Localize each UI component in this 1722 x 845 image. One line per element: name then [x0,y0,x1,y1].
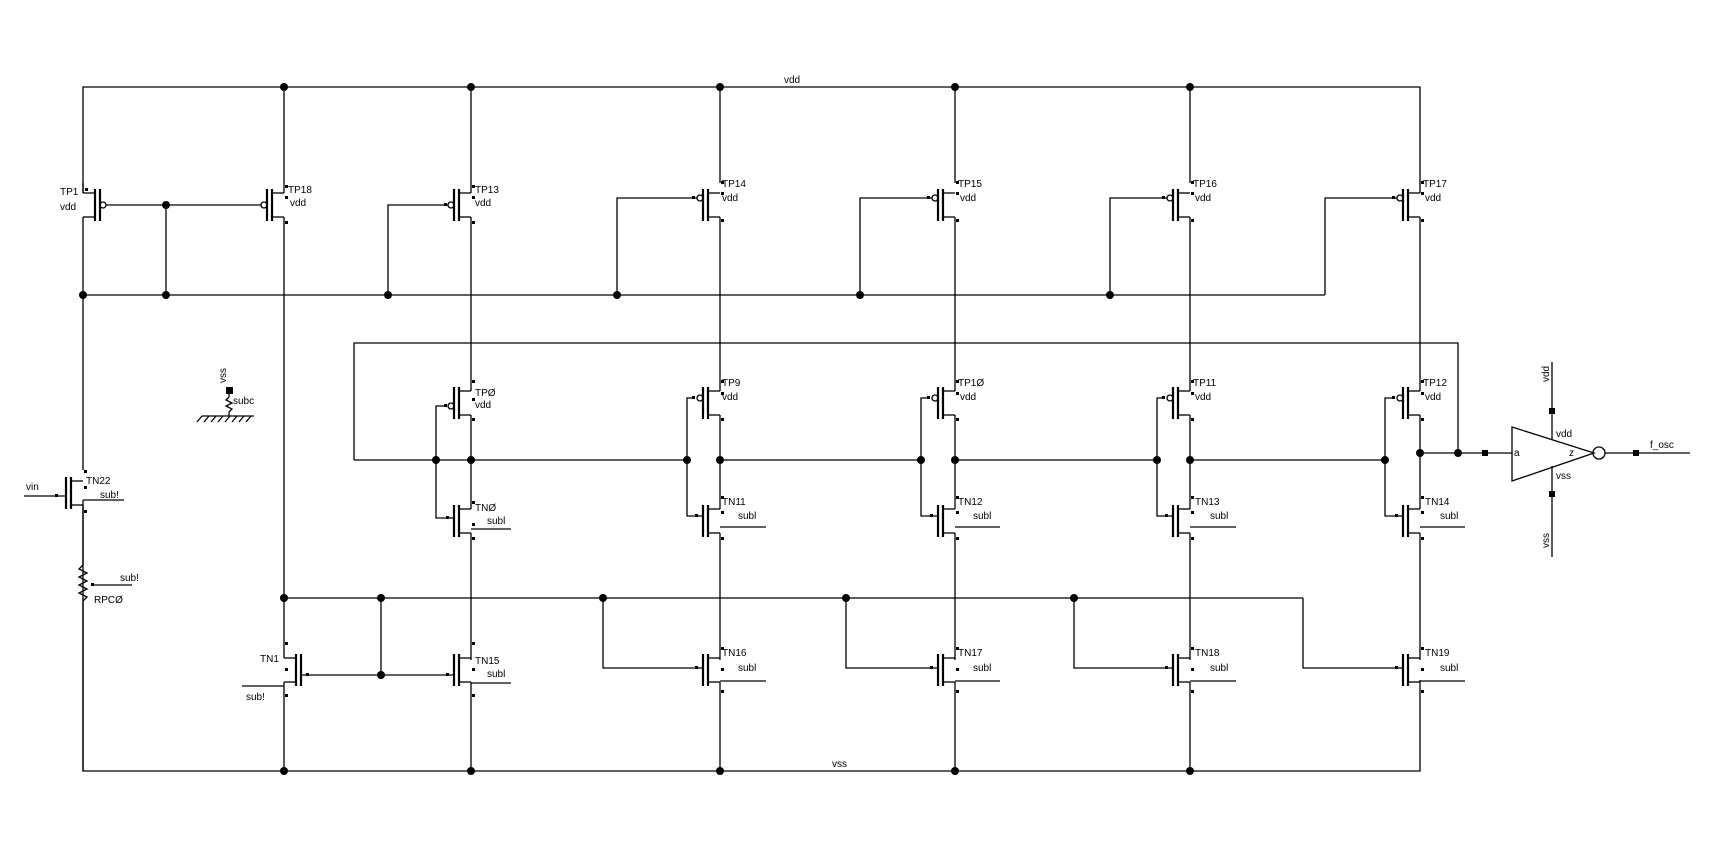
tp16-name: TP16 [1193,179,1217,190]
pmos-tp18: TP18 vdd [166,183,312,224]
pmos-tp14: TP14 vdd [616,179,746,295]
tp11-bulk: vdd [1195,392,1211,403]
resistor-rpc0: sub! RPCØ [77,564,139,771]
nmos-tn15: TN15 subl [446,642,511,697]
output-buffer: a z vdd vss vdd vss f_osc [1482,362,1690,557]
pmos-tp1: TP1 vdd [60,183,166,230]
pmos-tp15: TP15 vdd [859,179,982,295]
substrate-contact: vss subc [196,368,254,423]
output-label: f_osc [1650,440,1674,451]
rpc0-bulk: sub! [120,573,139,584]
tp10-bulk: vdd [960,392,976,403]
tp16-bulk: vdd [1195,193,1211,204]
pmos-tp16: TP16 vdd [1109,179,1217,295]
tp10-name: TP1Ø [958,378,984,389]
nmos-tn12: TN12 subl [920,460,1000,660]
pmos-tp17: TP17 vdd [1324,179,1447,295]
junction-dots [79,83,1462,775]
tp12-name: TP12 [1423,378,1447,389]
vdd-rail [82,86,1421,193]
substrate-net: vss [218,368,229,383]
tn12-bulk: subl [973,511,991,522]
tn12-name: TN12 [958,497,983,508]
nmos-tn0: TNØ subl [435,460,511,660]
stage-current-wires [283,217,1421,598]
tp0-bulk: vdd [475,400,491,411]
tp17-name: TP17 [1423,179,1447,190]
tp18-bulk: vdd [290,198,306,209]
pmos-tp13: TP13 vdd [387,183,499,295]
tn11-bulk: subl [738,511,756,522]
nbias-net [284,597,1303,675]
nmos-tn1: TN1 sub! [242,598,454,703]
tp14-bulk: vdd [722,193,738,204]
substrate-pin: subc [233,396,254,407]
tp11-name: TP11 [1193,378,1217,389]
tp13-bulk: vdd [475,198,491,209]
tn22-bulk: sub! [100,490,119,501]
tn18-name: TN18 [1195,648,1220,659]
tp9-bulk: vdd [722,392,738,403]
tp17-bulk: vdd [1425,193,1441,204]
buffer-input-pin: a [1514,448,1520,459]
input-label: vin [26,482,39,493]
tn16-bulk: subl [738,663,756,674]
buffer-vdd-pin: vdd [1556,429,1572,440]
vss-net-label: vss [832,759,847,770]
tn22-name: TN22 [86,476,111,487]
buffer-output-pin: z [1569,448,1574,459]
tn1-bulk: sub! [246,692,265,703]
tn15-name: TN15 [475,656,500,667]
tn17-name: TN17 [958,648,983,659]
buffer-vss-pin: vss [1556,471,1571,482]
nmos-tn18: TN18 subl [1073,598,1236,693]
tn0-name: TNØ [475,503,496,514]
nmos-tn11: TN11 subl [686,460,766,660]
vdd-net-label: vdd [784,75,800,86]
vdd-column-wires [283,87,1191,183]
tp14-name: TP14 [722,179,746,190]
tp1-bulk: vdd [60,202,76,213]
tn18-bulk: subl [1210,663,1228,674]
tp18-name: TP18 [288,185,312,196]
nmos-tn13: TN13 subl [1156,460,1236,660]
tn1-name: TN1 [260,654,279,665]
tn0-bulk: subl [487,516,505,527]
tn15-bulk: subl [487,669,505,680]
tp0-name: TPØ [475,388,496,399]
tn13-name: TN13 [1195,497,1220,508]
tn14-name: TN14 [1425,497,1450,508]
vss-column-wires [283,682,1191,771]
tp9-name: TP9 [722,378,741,389]
pmos-tp9: TP9 vdd [692,378,741,495]
pmos-tp10: TP1Ø vdd [927,378,984,495]
nmos-tn22: TN22 sub! vin [24,470,124,565]
tn14-bulk: subl [1440,511,1458,522]
pmos-tp12: TP12 vdd [1392,378,1447,495]
tn17-bulk: subl [973,663,991,674]
pmos-tp0: TPØ vdd [444,380,496,460]
tp15-name: TP15 [958,179,982,190]
tn16-name: TN16 [722,648,747,659]
tn11-name: TN11 [722,497,746,508]
tp1-name: TP1 [60,187,79,198]
tp15-bulk: vdd [960,193,976,204]
nmos-tn19: TN19 subl [1302,598,1465,693]
rpc0-name: RPCØ [94,595,123,606]
nmos-tn14: TN14 subl [1384,460,1465,660]
tn13-bulk: subl [1210,511,1228,522]
tn19-name: TN19 [1425,648,1450,659]
buffer-vss-net: vss [1541,533,1552,548]
pmos-tp11: TP11 vdd [1162,378,1217,495]
nmos-tn17: TN17 subl [845,598,1000,693]
tp12-bulk: vdd [1425,392,1441,403]
bias-net [82,205,1325,470]
tp13-name: TP13 [475,185,499,196]
nmos-tn16: TN16 subl [602,598,766,693]
tn19-bulk: subl [1440,663,1458,674]
ring-interconnect [353,342,1488,461]
buffer-vdd-net: vdd [1541,366,1552,382]
